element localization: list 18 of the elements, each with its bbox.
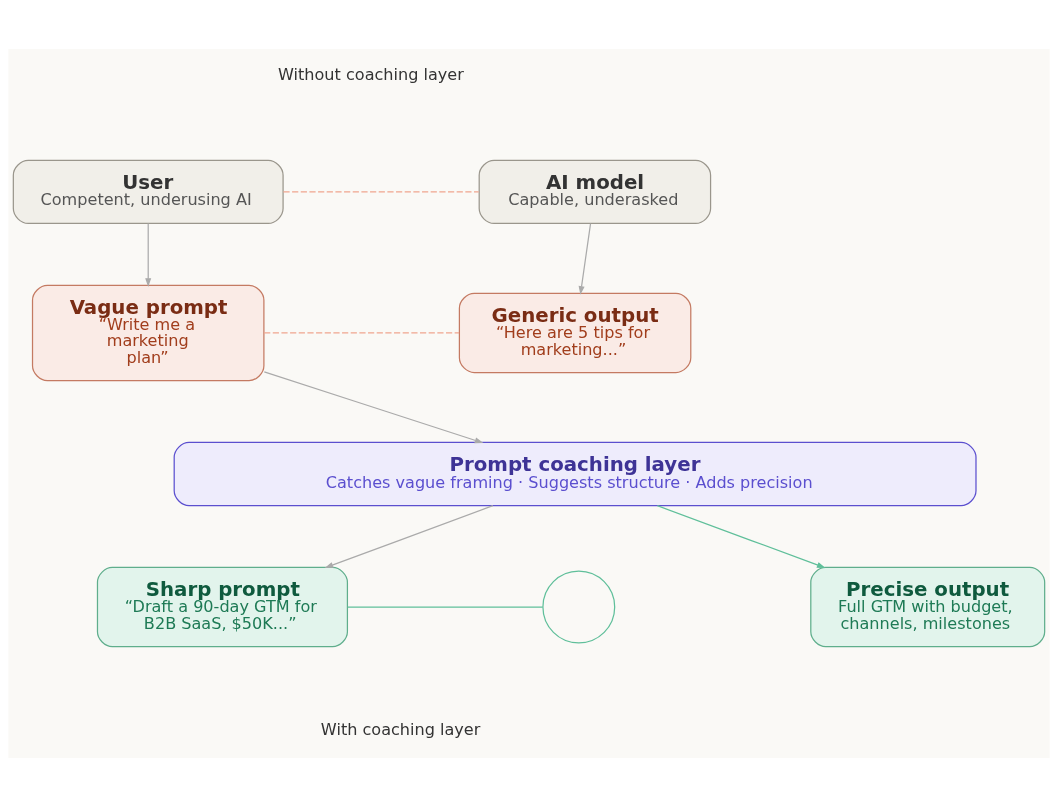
connector <box>347 606 544 608</box>
node-box: Generic output “Here are 5 tips for marketing...” <box>458 292 692 374</box>
connector <box>282 191 480 193</box>
node-box: User Competent, underusing AI <box>12 159 284 225</box>
arrow <box>324 505 494 568</box>
node-box: Sharp prompt “Draft a 90-day GTM for B2B SaaS, $50K...” <box>96 566 349 648</box>
label: With coaching layer <box>320 719 481 739</box>
node-box: Vague prompt “Write me a marketing plan” <box>31 284 265 382</box>
arrow <box>578 222 592 295</box>
node-box: Prompt coaching layer Catches vague framing · Suggests structure · Adds precision <box>173 441 977 507</box>
node-circle <box>542 570 616 644</box>
arrow <box>145 222 152 287</box>
node-box: AI model Capable, underasked <box>478 159 712 225</box>
arrow <box>263 371 484 444</box>
node-box: Precise output Full GTM with budget, channels, milestones <box>810 566 1046 648</box>
label: Without coaching layer <box>278 65 464 85</box>
arrow <box>656 505 826 568</box>
connector <box>263 332 460 334</box>
